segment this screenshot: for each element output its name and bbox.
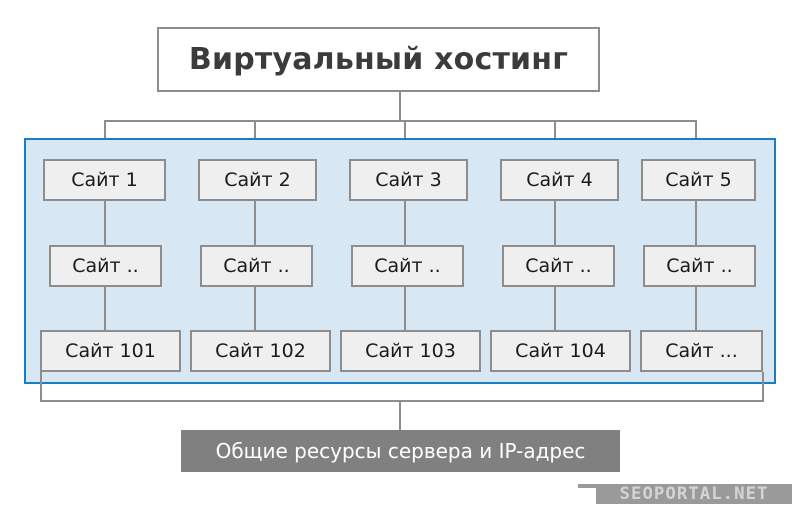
connector-col4-r1r2 <box>554 201 556 245</box>
site-box[interactable]: Сайт ... <box>640 330 763 372</box>
site-box-label: Сайт .. <box>666 255 733 277</box>
connector-col2-r1r2 <box>254 201 256 245</box>
connector-col1-r2r3 <box>104 287 106 331</box>
connector-bracket-left-drop <box>40 372 42 402</box>
site-box[interactable]: Сайт 3 <box>349 159 468 201</box>
connector-horizontal-bar <box>105 120 697 122</box>
shared-resources-bar: Общие ресурсы сервера и IP-адрес <box>181 430 620 472</box>
site-box[interactable]: Сайт 2 <box>198 159 317 201</box>
watermark-text: SEOPORTAL.NET <box>619 484 769 504</box>
site-box-label: Сайт 104 <box>515 340 606 362</box>
site-box-label: Сайт 103 <box>365 340 456 362</box>
connector-col5-r2r3 <box>695 287 697 331</box>
site-box[interactable]: Сайт .. <box>502 245 615 287</box>
connector-title-stem <box>399 92 401 122</box>
connector-bracket-stem <box>399 400 401 430</box>
connector-col1-r1r2 <box>104 201 106 245</box>
page-title: Виртуальный хостинг <box>188 42 569 77</box>
watermark-tail <box>578 484 598 488</box>
site-box-label: Сайт 102 <box>215 340 306 362</box>
site-box-label: Сайт .. <box>374 255 441 277</box>
title-box: Виртуальный хостинг <box>157 27 600 92</box>
site-box[interactable]: Сайт 101 <box>40 330 181 372</box>
site-box[interactable]: Сайт 5 <box>641 159 756 201</box>
connector-col4-r2r3 <box>554 287 556 331</box>
site-box-label: Сайт 1 <box>71 169 138 191</box>
connector-col3-r1r2 <box>404 201 406 245</box>
site-box[interactable]: Сайт .. <box>200 245 313 287</box>
site-box[interactable]: Сайт 1 <box>43 159 166 201</box>
connector-col2-r2r3 <box>254 287 256 331</box>
watermark: SEOPORTAL.NET <box>596 484 792 504</box>
site-box[interactable]: Сайт 102 <box>190 330 331 372</box>
site-box[interactable]: Сайт 104 <box>490 330 631 372</box>
site-box-label: Сайт 2 <box>224 169 291 191</box>
site-box[interactable]: Сайт .. <box>49 245 162 287</box>
site-box[interactable]: Сайт 4 <box>500 159 619 201</box>
site-box-label: Сайт 4 <box>526 169 593 191</box>
site-box[interactable]: Сайт 103 <box>340 330 481 372</box>
site-box-label: Сайт ... <box>665 340 738 362</box>
connector-col3-r2r3 <box>404 287 406 331</box>
site-box-label: Сайт 5 <box>665 169 732 191</box>
site-box-label: Сайт .. <box>223 255 290 277</box>
site-box-label: Сайт .. <box>525 255 592 277</box>
connector-col5-r1r2 <box>695 201 697 245</box>
site-box[interactable]: Сайт .. <box>351 245 464 287</box>
connector-bracket-right-drop <box>762 372 764 402</box>
connector-bracket-bar <box>40 400 764 402</box>
site-box-label: Сайт 101 <box>65 340 156 362</box>
shared-resources-label: Общие ресурсы сервера и IP-адрес <box>215 439 586 463</box>
site-box[interactable]: Сайт .. <box>643 245 756 287</box>
site-box-label: Сайт .. <box>72 255 139 277</box>
site-box-label: Сайт 3 <box>375 169 442 191</box>
